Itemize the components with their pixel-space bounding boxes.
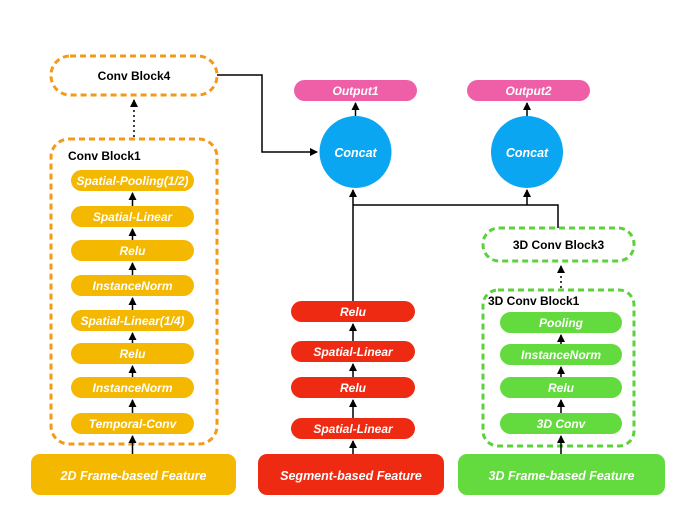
left-layer-pill bbox=[71, 377, 194, 398]
middle-layer-pill bbox=[291, 377, 415, 398]
middle-layer-label: Relu bbox=[340, 381, 367, 395]
left-layer-4: InstanceNorm bbox=[71, 275, 194, 296]
feature-segment-label: Segment-based Feature bbox=[280, 469, 422, 483]
connector-block4-to-concat bbox=[217, 74, 318, 156]
left-layer-label: Spatial-Linear bbox=[93, 210, 174, 224]
right-layer-pill bbox=[500, 344, 622, 365]
left-layer-pill bbox=[71, 310, 194, 331]
middle-layer-label: Spatial-Linear bbox=[313, 345, 394, 359]
left-layer-label: Spatial-Pooling(1/2) bbox=[76, 174, 188, 188]
middle-layer-4: Spatial-Linear bbox=[291, 418, 415, 439]
middle-layer-label: Relu bbox=[340, 305, 367, 319]
conv-block4-box bbox=[49, 54, 219, 97]
right-layer-label: Pooling bbox=[539, 316, 584, 330]
left-layer-pill bbox=[71, 275, 194, 296]
left-layer-1: Spatial-Pooling(1/2) bbox=[71, 170, 194, 191]
middle-layer-2: Spatial-Linear bbox=[291, 341, 415, 362]
conv-block1-label: Conv Block1 bbox=[68, 149, 141, 163]
feature-2d-bar bbox=[31, 454, 236, 495]
right-layer-pill bbox=[500, 312, 622, 333]
left-layer-pill bbox=[71, 413, 194, 434]
middle-layer-3: Relu bbox=[291, 377, 415, 398]
feature-segment-bar bbox=[258, 454, 444, 495]
right-layer-label: InstanceNorm bbox=[521, 348, 601, 362]
conv-block1-box bbox=[49, 137, 219, 446]
left-layer-8: Temporal-Conv bbox=[71, 413, 194, 434]
right-layer-pill bbox=[500, 377, 622, 398]
left-layer-pill bbox=[71, 240, 194, 261]
output2-pill bbox=[467, 80, 590, 101]
middle-layer-label: Spatial-Linear bbox=[313, 422, 394, 436]
middle-layer-pill bbox=[291, 418, 415, 439]
right-layer-2: InstanceNorm bbox=[500, 344, 622, 365]
3d-conv-block3-label: 3D Conv Block3 bbox=[513, 238, 605, 252]
right-layer-3: Relu bbox=[500, 377, 622, 398]
concat-left-circle bbox=[319, 116, 392, 188]
3d-conv-block1-label: 3D Conv Block1 bbox=[488, 294, 580, 308]
left-layer-pill bbox=[71, 170, 194, 191]
concat-left-label: Concat bbox=[334, 146, 377, 160]
left-layer-2: Spatial-Linear bbox=[71, 206, 194, 227]
left-layer-5: Spatial-Linear(1/4) bbox=[71, 310, 194, 331]
left-layer-pill bbox=[71, 343, 194, 364]
left-layer-label: Temporal-Conv bbox=[89, 417, 178, 431]
left-layer-7: InstanceNorm bbox=[71, 377, 194, 398]
right-layer-label: 3D Conv bbox=[537, 417, 587, 431]
left-layer-label: InstanceNorm bbox=[92, 279, 172, 293]
left-layer-label: Relu bbox=[119, 347, 146, 361]
middle-layer-pill bbox=[291, 341, 415, 362]
left-layer-label: Relu bbox=[119, 244, 146, 258]
feature-3d-label: 3D Frame-based Feature bbox=[489, 469, 635, 483]
left-layer-label: InstanceNorm bbox=[92, 381, 172, 395]
right-layer-1: Pooling bbox=[500, 312, 622, 333]
concat-right-label: Concat bbox=[506, 146, 549, 160]
left-layer-6: Relu bbox=[71, 343, 194, 364]
right-layer-4: 3D Conv bbox=[500, 413, 622, 434]
middle-layer-1: Relu bbox=[291, 301, 415, 322]
output1-pill bbox=[294, 80, 417, 101]
right-layer-label: Relu bbox=[548, 381, 575, 395]
output2-label: Output2 bbox=[506, 84, 552, 98]
connector-3d-split bbox=[353, 204, 559, 228]
left-layer-pill bbox=[71, 206, 194, 227]
feature-2d-label: 2D Frame-based Feature bbox=[60, 469, 207, 483]
3d-conv-block1-box bbox=[481, 288, 636, 448]
middle-layer-pill bbox=[291, 301, 415, 322]
left-layer-label: Spatial-Linear(1/4) bbox=[80, 314, 184, 328]
left-layer-3: Relu bbox=[71, 240, 194, 261]
concat-right-circle bbox=[491, 116, 563, 188]
conv-block4-label: Conv Block4 bbox=[98, 69, 171, 83]
output1-label: Output1 bbox=[333, 84, 379, 98]
feature-3d-bar bbox=[458, 454, 665, 495]
right-layer-pill bbox=[500, 413, 622, 434]
3d-conv-block3-box bbox=[481, 226, 636, 263]
